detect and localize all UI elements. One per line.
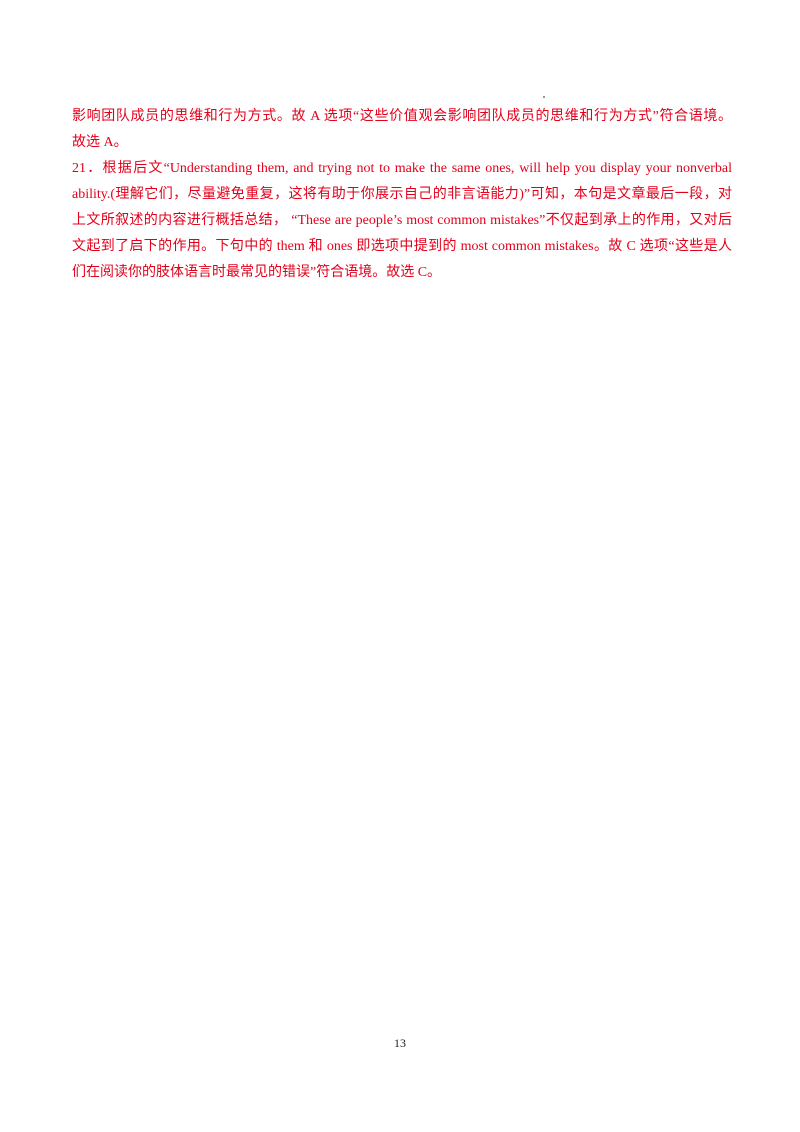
explanation-line-1: 影响团队成员的思维和行为方式。故 A 选项“这些价值观会影响团队成员的思维和行为… <box>72 109 732 124</box>
stray-dot <box>543 96 545 98</box>
explanation-line-6: 文起到了启下的作用。下句中的 them 和 ones 即选项中提到的 most … <box>72 239 732 254</box>
explanation-line-4: ability.(理解它们，尽量避免重复，这将有助于你展示自己的非言语能力)”可… <box>72 187 732 202</box>
answer-explanation: 影响团队成员的思维和行为方式。故 A 选项“这些价值观会影响团队成员的思维和行为… <box>72 104 732 286</box>
page-number: 13 <box>394 1036 406 1050</box>
explanation-line-7: 们在阅读你的肢体语言时最常见的错误”符合语境。故选 C。 <box>72 265 442 280</box>
explanation-line-3: 21．根据后文“Understanding them, and trying n… <box>72 161 732 176</box>
explanation-line-5: 上文所叙述的内容进行概括总结， “These are people’s most… <box>72 213 732 228</box>
explanation-line-2: 故选 A。 <box>72 135 128 150</box>
